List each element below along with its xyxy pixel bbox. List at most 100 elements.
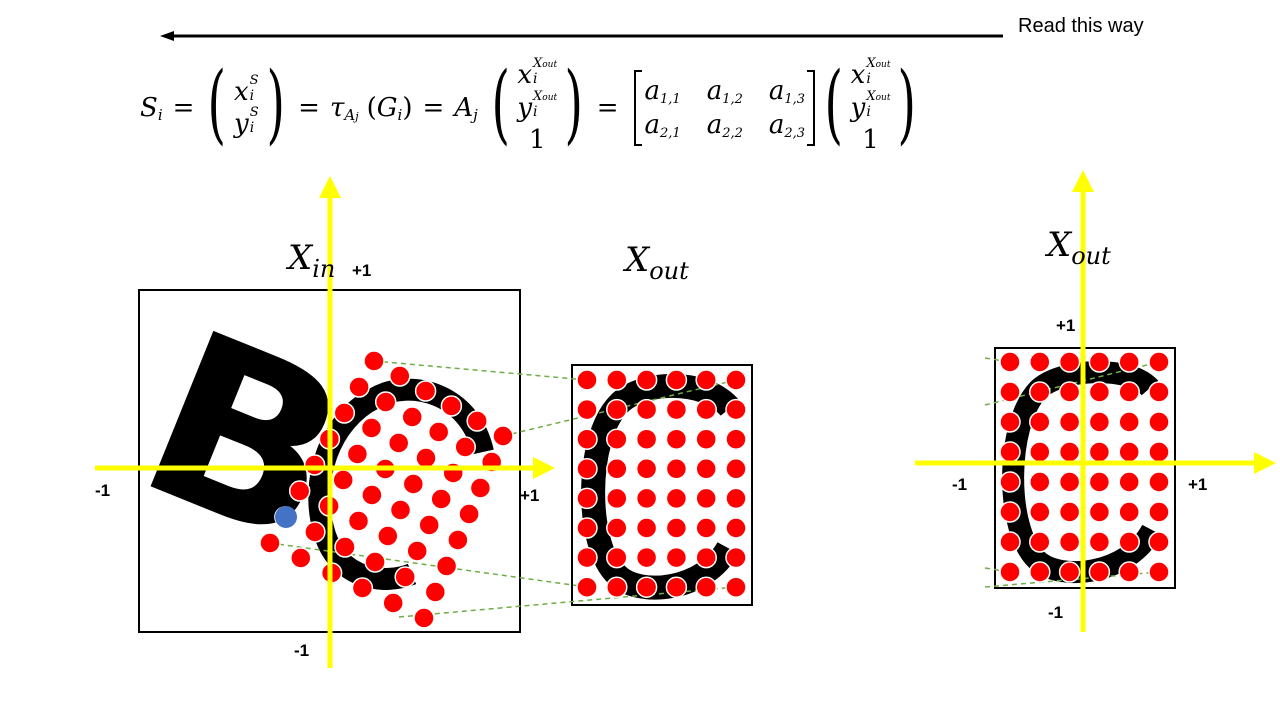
- vecg2-x-sup-sub: out: [875, 60, 891, 71]
- grid-dot-middle: [576, 576, 598, 598]
- eq-tau-sub-j: j: [355, 110, 359, 123]
- grid-dot-input: [406, 540, 428, 562]
- grid-dot-middle: [695, 576, 717, 598]
- grid-dot-right: [1148, 411, 1170, 433]
- grid-dot-input: [347, 510, 370, 532]
- grid-dot-middle: [695, 546, 717, 569]
- m-23: a: [768, 110, 785, 140]
- grid-dot-input: [418, 514, 440, 536]
- eq-tau-sub: Aj: [344, 106, 358, 124]
- label-x-out-middle-main: X: [625, 240, 650, 280]
- grid-dot-middle: [606, 576, 628, 598]
- grid-dot-right: [1088, 531, 1111, 553]
- m-13-sub: 1,3: [784, 92, 806, 107]
- tick-input-bottom: -1: [294, 641, 310, 660]
- grid-dot-middle: [606, 487, 628, 510]
- grid-dot-right: [999, 471, 1021, 493]
- eq-G-sub: i: [397, 106, 403, 124]
- grid-dot-middle: [576, 546, 598, 569]
- grid-dot-input: [435, 555, 458, 577]
- tick-input-top: +1: [352, 261, 372, 280]
- vec-y: y: [233, 109, 249, 139]
- grid-dot-right: [1088, 561, 1111, 583]
- grid-dot-input: [360, 417, 383, 439]
- axis-output-arrow-right: [1254, 452, 1276, 474]
- grid-dot-middle: [576, 398, 598, 421]
- eq-A: A: [454, 93, 474, 123]
- label-x-out-right: Xout: [1047, 225, 1111, 270]
- grid-dot-right: [1088, 471, 1111, 493]
- grid-dot-input: [414, 380, 437, 402]
- grid-dot-right: [1118, 501, 1140, 523]
- grid-dot-right: [1029, 351, 1051, 373]
- grid-dot-right: [999, 351, 1021, 373]
- grid-dot-input: [402, 473, 425, 495]
- tick-output-right: +1: [1188, 475, 1208, 494]
- tick-output-left: -1: [952, 475, 968, 494]
- grid-dot-middle: [635, 458, 658, 480]
- grid-dot-input: [304, 521, 326, 543]
- grid-dot-input: [458, 503, 480, 525]
- grid-dot-input: [387, 432, 410, 454]
- grid-dot-input: [466, 410, 488, 432]
- grid-dot-input: [430, 488, 452, 510]
- grid-dot-middle: [665, 546, 688, 569]
- read-direction-label: Read this way: [1018, 15, 1144, 37]
- eq-S: S: [140, 93, 158, 123]
- vec-x: x: [234, 76, 249, 107]
- grid-dot-input: [351, 577, 374, 599]
- m-12-sub: 1,2: [722, 92, 743, 107]
- label-x-out-middle: Xout: [625, 240, 689, 285]
- vecg-y-sup-sub: out: [542, 92, 558, 103]
- output-frame-middle: [571, 364, 753, 606]
- grid-dot-right: [1029, 531, 1051, 553]
- grid-dot-right: [1118, 561, 1140, 583]
- grid-dot-middle: [695, 458, 717, 480]
- eq-G-close: ): [402, 93, 413, 123]
- grid-dot-input: [364, 551, 386, 573]
- vecg-one: 1: [528, 125, 546, 156]
- vecg-y: y: [517, 92, 533, 123]
- m-21: a: [644, 110, 660, 140]
- grid-dot-middle: [725, 487, 747, 510]
- grid-dot-input: [413, 607, 435, 629]
- eq-tau: τ: [329, 93, 345, 123]
- grid-dot-input: [361, 484, 383, 506]
- grid-dot-input: [332, 469, 354, 491]
- grid-dot-input: [259, 532, 281, 554]
- grid-dot-input: [377, 525, 399, 547]
- grid-dot-right: [1148, 501, 1170, 523]
- grid-dot-right: [999, 531, 1021, 553]
- grid-dot-input: [389, 365, 411, 387]
- grid-dot-middle: [635, 398, 658, 421]
- grid-dot-right: [1029, 471, 1051, 493]
- tick-input-left: -1: [95, 481, 111, 500]
- grid-dot-middle: [606, 369, 628, 391]
- corr-line-3: [269, 542, 588, 588]
- eq-equals-1: =: [172, 93, 195, 123]
- grid-dot-middle: [725, 517, 747, 539]
- paren-right-3: ): [898, 54, 917, 154]
- label-x-out-right-sub: out: [1071, 242, 1111, 270]
- grid-dot-input: [333, 402, 356, 424]
- grid-dot-input: [447, 529, 469, 551]
- grid-dot-input: [454, 436, 476, 458]
- eq-equals-3: =: [422, 93, 445, 123]
- grid-dot-middle: [635, 546, 658, 569]
- grid-dot-middle: [576, 458, 598, 480]
- grid-dot-middle: [665, 517, 688, 539]
- eq-S-sub: i: [157, 106, 163, 124]
- vecg2-y-sup-sub: out: [875, 92, 891, 103]
- grid-dot-right: [1148, 441, 1170, 463]
- grid-dot-right: [1088, 351, 1111, 373]
- grid-dot-middle: [665, 398, 688, 421]
- vecg2-y-sup: X: [866, 88, 876, 104]
- read-direction-arrowhead: [160, 31, 174, 41]
- grid-dot-input: [415, 447, 437, 469]
- eq-equals-4: =: [596, 93, 619, 123]
- axis-input-arrow-up: [319, 176, 341, 198]
- grid-dot-right: [1148, 351, 1170, 373]
- grid-dot-right: [999, 411, 1021, 433]
